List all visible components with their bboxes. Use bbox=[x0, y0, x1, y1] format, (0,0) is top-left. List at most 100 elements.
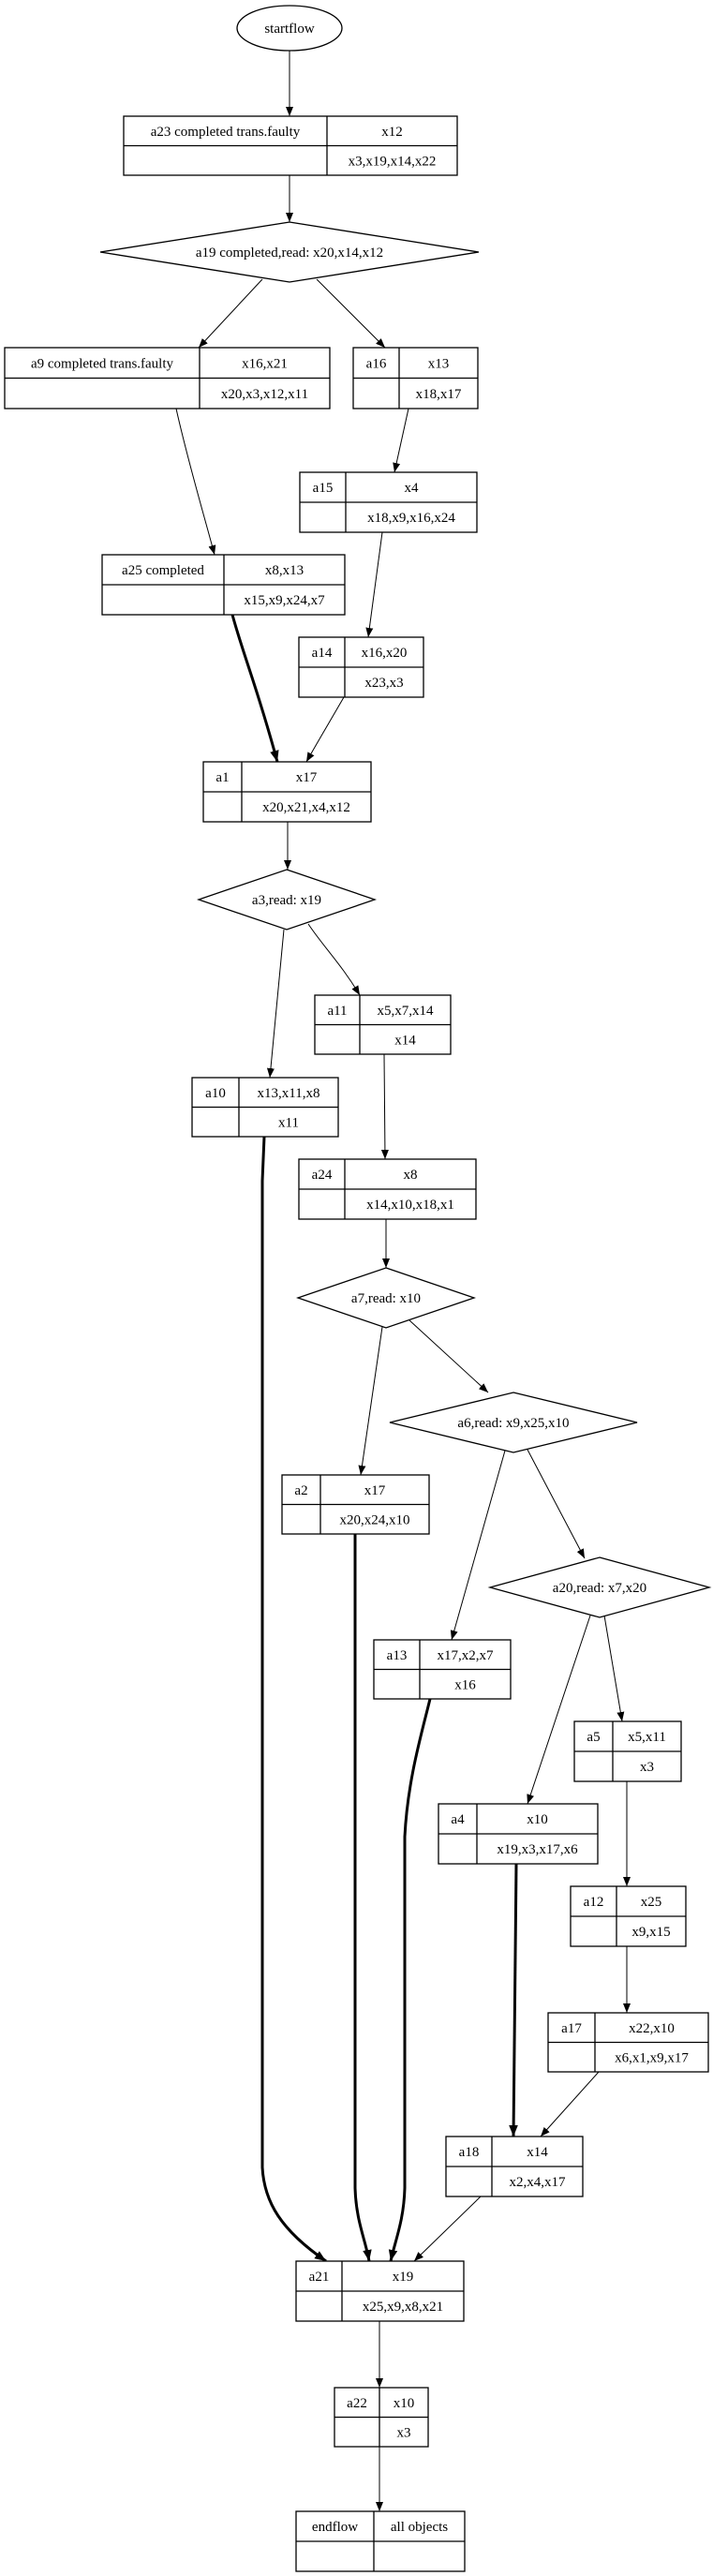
decision-node-a20[interactable]: a20,read: x7,x20 bbox=[487, 1556, 712, 1618]
decision-node-a3[interactable]: a3,read: x19 bbox=[196, 869, 378, 931]
edge-a13-to-a21 bbox=[388, 1698, 432, 2262]
decision-node-a6[interactable]: a6,read: x9,x25,x10 bbox=[389, 1392, 638, 1453]
edge-a7-to-a2 bbox=[358, 1326, 383, 1476]
edge-a6-to-a13 bbox=[450, 1450, 506, 1641]
decision-label: a6,read: x9,x25,x10 bbox=[457, 1416, 569, 1431]
record-read-set: x6,x1,x9,x17 bbox=[615, 2050, 689, 2065]
edges-layer bbox=[175, 51, 631, 2511]
record-activity-label: a1 bbox=[215, 770, 229, 785]
record-write-set: x12 bbox=[381, 125, 403, 140]
record-node-a21[interactable]: a21 x19 x25,x9,x8,x21 bbox=[295, 2260, 465, 2322]
record-activity-label: endflow bbox=[312, 2520, 358, 2535]
record-write-set: x16,x21 bbox=[242, 356, 288, 371]
record-activity-label: a11 bbox=[327, 1004, 347, 1019]
record-node-endflow[interactable]: endflow all objects bbox=[295, 2510, 466, 2572]
edge-a4-to-a18 bbox=[509, 1863, 518, 2137]
record-activity-label: a9 completed trans.faulty bbox=[31, 356, 174, 371]
record-node-a15[interactable]: a15 x4 x18,x9,x16,x24 bbox=[299, 471, 478, 533]
edge-a20-to-a5 bbox=[603, 1615, 625, 1722]
record-read-set: x9,x15 bbox=[631, 1925, 670, 1940]
decision-label: a3,read: x19 bbox=[252, 893, 321, 908]
record-write-set: x4 bbox=[405, 481, 420, 496]
record-activity-label: a25 completed bbox=[122, 563, 204, 578]
start-label: startflow bbox=[264, 22, 314, 37]
record-write-set: x19 bbox=[393, 2270, 414, 2285]
decision-diamond bbox=[487, 1556, 712, 1618]
record-node-a9[interactable]: a9 completed trans.faulty x16,x21 x20,x3,x… bbox=[4, 347, 331, 409]
edge-a16-to-a15 bbox=[393, 408, 409, 473]
record-write-set: x16,x20 bbox=[362, 646, 408, 661]
record-read-set: x11 bbox=[278, 1115, 299, 1130]
record-write-set: x8 bbox=[404, 1168, 418, 1183]
decision-label: a7,read: x10 bbox=[351, 1291, 421, 1306]
record-node-a18[interactable]: a18 x14 x2,x4,x17 bbox=[445, 2136, 584, 2197]
decision-diamond bbox=[196, 869, 378, 931]
decision-diamond bbox=[295, 1267, 477, 1329]
record-activity-label: a15 bbox=[313, 481, 334, 496]
edge-a7-to-a6 bbox=[408, 1319, 489, 1393]
record-activity-label: a17 bbox=[561, 2021, 582, 2036]
decision-label: a19 completed,read: x20,x14,x12 bbox=[196, 246, 383, 261]
edge-a6-to-a20 bbox=[527, 1449, 586, 1559]
record-read-set: x25,x9,x8,x21 bbox=[363, 2300, 443, 2315]
start-node[interactable]: startflow bbox=[236, 5, 343, 52]
edge-a2-to-a21 bbox=[353, 1534, 372, 2262]
record-read-set: x16 bbox=[454, 1677, 476, 1692]
edge-a19-to-a16 bbox=[316, 278, 386, 349]
decision-node-a19[interactable]: a19 completed,read: x20,x14,x12 bbox=[99, 221, 480, 283]
record-activity-label: a18 bbox=[459, 2145, 480, 2160]
decision-diamond bbox=[389, 1392, 638, 1453]
record-write-set: x13 bbox=[428, 356, 450, 371]
record-activity-label: a13 bbox=[387, 1648, 408, 1663]
record-write-set: x17,x2,x7 bbox=[438, 1648, 495, 1663]
record-activity-label: a21 bbox=[309, 2270, 330, 2285]
record-write-set: x10 bbox=[527, 1812, 548, 1827]
record-activity-label: a23 completed trans.faulty bbox=[151, 125, 301, 140]
edge-a25-to-a1 bbox=[230, 614, 279, 763]
record-read-set: x14,x10,x18,x1 bbox=[366, 1198, 454, 1213]
record-read-set: x18,x9,x16,x24 bbox=[367, 511, 455, 526]
decision-label: a20,read: x7,x20 bbox=[553, 1581, 646, 1596]
record-write-set: all objects bbox=[391, 2520, 448, 2535]
start-ellipse bbox=[236, 5, 343, 52]
edge-a18-to-a21 bbox=[413, 2196, 482, 2262]
record-node-a17[interactable]: a17 x22,x10 x6,x1,x9,x17 bbox=[547, 2012, 709, 2073]
edge-a14-to-a1 bbox=[305, 696, 345, 763]
edge-a10-to-a21 bbox=[260, 1136, 327, 2263]
record-read-set: x20,x3,x12,x11 bbox=[221, 387, 308, 402]
record-write-set: x10 bbox=[394, 2396, 415, 2411]
record-activity-label: a14 bbox=[312, 646, 333, 661]
edge-a3-to-a11 bbox=[307, 923, 361, 996]
record-read-set: x18,x17 bbox=[416, 387, 462, 402]
record-read-set: x2,x4,x17 bbox=[510, 2175, 567, 2190]
record-activity-label: a22 bbox=[347, 2396, 367, 2411]
record-activity-label: a4 bbox=[451, 1812, 465, 1827]
record-activity-label: a2 bbox=[294, 1483, 307, 1498]
record-activity-label: a12 bbox=[584, 1895, 604, 1910]
decision-diamond bbox=[99, 221, 480, 283]
decision-node-a7[interactable]: a7,read: x10 bbox=[295, 1267, 477, 1329]
record-write-set: x5,x7,x14 bbox=[378, 1004, 435, 1019]
record-read-set: x20,x21,x4,x12 bbox=[262, 800, 350, 815]
record-node-a13[interactable]: a13 x17,x2,x7 x16 bbox=[373, 1639, 512, 1700]
edge-a20-to-a4 bbox=[527, 1615, 591, 1805]
record-write-set: x5,x11 bbox=[628, 1730, 666, 1745]
record-read-set: x15,x9,x24,x7 bbox=[244, 593, 325, 608]
edge-a19-to-a9 bbox=[198, 278, 263, 349]
record-write-set: x14 bbox=[527, 2145, 548, 2160]
record-write-set: x22,x10 bbox=[629, 2021, 675, 2036]
